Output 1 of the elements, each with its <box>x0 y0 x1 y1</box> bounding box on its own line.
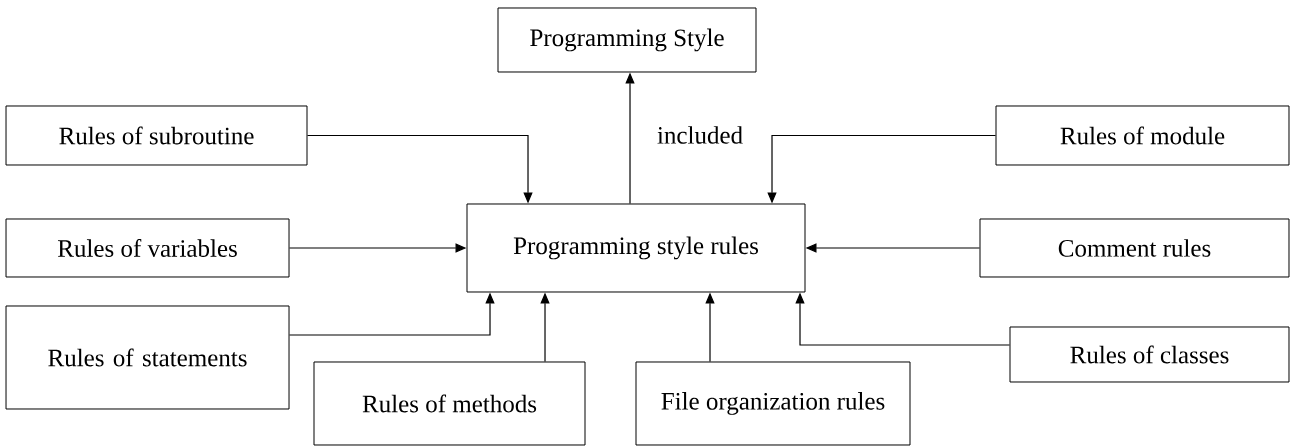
edge-label: included <box>655 125 745 145</box>
